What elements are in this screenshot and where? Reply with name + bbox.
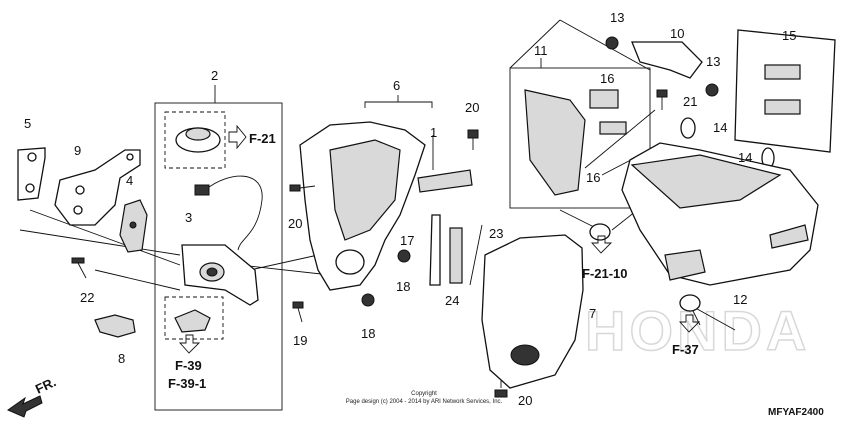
copyright-line-1: Copyright: [411, 391, 437, 397]
part-1-strip: [417, 169, 473, 193]
callout-24[interactable]: 24: [445, 293, 459, 308]
callout-7[interactable]: 7: [589, 306, 596, 321]
part-9-bracket: [54, 149, 141, 226]
part-16-label-b: [599, 121, 627, 135]
callout-18-a[interactable]: 18: [396, 279, 410, 294]
callout-19[interactable]: 19: [293, 333, 307, 348]
callout-13-a[interactable]: 13: [610, 10, 624, 25]
ref-f21[interactable]: F-21: [249, 131, 276, 146]
ref-f39[interactable]: F-39: [175, 358, 202, 373]
callout-15[interactable]: 15: [782, 28, 796, 43]
callout-10[interactable]: 10: [670, 26, 684, 41]
ref-arrow-f2110: [590, 235, 613, 254]
callout-9[interactable]: 9: [74, 143, 81, 158]
part-12-side-cover: [621, 142, 819, 286]
part-21-bolt: [656, 89, 668, 110]
part-10-bracket: [631, 41, 703, 79]
subbox-f39: [164, 296, 224, 340]
part-22-bolt: [71, 257, 87, 279]
subbox-f21: [164, 111, 226, 169]
part-8-key: [94, 314, 136, 338]
part-15-label: [734, 29, 836, 153]
part-19-screw: [292, 301, 304, 323]
copyright-line-2: Page design (c) 2004 - 2014 by ARI Netwo…: [346, 399, 503, 405]
group-box-11: [509, 67, 651, 209]
front-label: FR.: [33, 374, 58, 396]
callout-3[interactable]: 3: [185, 210, 192, 225]
ref-arrow-f21: [228, 124, 247, 150]
ref-f37[interactable]: F-37: [672, 342, 699, 357]
callout-17[interactable]: 17: [400, 233, 414, 248]
connector: [194, 184, 210, 196]
callout-12[interactable]: 12: [733, 292, 747, 307]
part-2-cap: [175, 127, 221, 153]
part-20-bolt-a: [467, 129, 479, 150]
part-23-tool: [469, 224, 483, 286]
callout-14-a[interactable]: 14: [713, 120, 727, 135]
callout-5[interactable]: 5: [24, 116, 31, 131]
part-clip: [174, 309, 211, 333]
callout-6[interactable]: 6: [393, 78, 400, 93]
part-6-inner-cover: [299, 121, 426, 291]
part-7-side-cover: [481, 234, 584, 389]
part-16-label-a: [589, 89, 619, 109]
callout-8[interactable]: 8: [118, 351, 125, 366]
part-5-bracket: [17, 147, 46, 201]
callout-11[interactable]: 11: [534, 43, 548, 58]
callout-21[interactable]: 21: [683, 94, 697, 109]
callout-16-a[interactable]: 16: [600, 71, 614, 86]
ref-f21-10[interactable]: F-21-10: [582, 266, 628, 281]
part-18-screw-a: [397, 249, 411, 263]
callout-14-b[interactable]: 14: [738, 150, 752, 165]
part-14-grommet-a: [680, 117, 696, 139]
callout-23[interactable]: 23: [489, 226, 503, 241]
callout-4[interactable]: 4: [126, 173, 133, 188]
callout-20-top[interactable]: 20: [465, 100, 479, 115]
callout-22[interactable]: 22: [80, 290, 94, 305]
leader-lines: [19, 19, 736, 331]
group-box-2: [154, 102, 283, 411]
part-13-nut-b: [705, 83, 719, 97]
part-13-nut-a: [605, 36, 619, 50]
part-11-inner-panel: [524, 89, 586, 196]
diagram-code: MFYAF2400: [768, 407, 824, 418]
callout-16-b[interactable]: 16: [586, 170, 600, 185]
part-20-bolt-b: [289, 184, 316, 192]
grommet-f2110: [589, 223, 611, 241]
callout-20-bottom[interactable]: 20: [518, 393, 532, 408]
part-18-screw-b: [361, 293, 375, 307]
ref-arrow-f37: [678, 314, 701, 333]
ref-arrow-f39: [178, 334, 201, 354]
part-17-rod: [429, 214, 441, 286]
part-24-tool: [449, 227, 463, 284]
grommet-f37: [679, 294, 701, 312]
ref-f39-1[interactable]: F-39-1: [168, 376, 206, 391]
callout-2[interactable]: 2: [211, 68, 218, 83]
part-3-ignition-lock: [181, 244, 259, 306]
callout-1[interactable]: 1: [430, 125, 437, 140]
part-4-plate: [119, 199, 148, 253]
callout-18-b[interactable]: 18: [361, 326, 375, 341]
front-direction-arrow: FR.: [6, 374, 58, 418]
callout-20-left[interactable]: 20: [288, 216, 302, 231]
callout-13-b[interactable]: 13: [706, 54, 720, 69]
